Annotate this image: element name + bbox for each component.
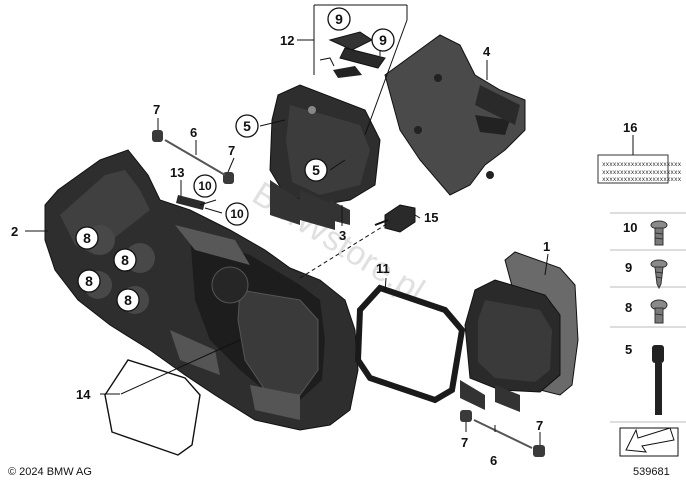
callout-2[interactable]: 2 bbox=[11, 224, 18, 239]
label-16-line-2: xxxxxxxxxxxxxxxxxxxxxx bbox=[602, 169, 682, 176]
part-14-seal[interactable] bbox=[104, 359, 201, 456]
callout-15[interactable]: 15 bbox=[424, 210, 438, 225]
svg-text:8: 8 bbox=[85, 273, 93, 289]
callout-5-circle-b[interactable]: 5 bbox=[304, 158, 328, 182]
callout-8-circle-a[interactable]: 8 bbox=[75, 226, 99, 250]
callout-7-bottom-left[interactable]: 7 bbox=[461, 435, 468, 450]
callout-10-circle-a[interactable]: 10 bbox=[193, 174, 217, 198]
diagram-number: 539681 bbox=[633, 466, 670, 478]
part-1-box-assembly[interactable] bbox=[460, 251, 579, 412]
part-7-sleeve-bottom-left[interactable] bbox=[460, 410, 472, 422]
callout-16[interactable]: 16 bbox=[623, 120, 637, 135]
svg-text:10: 10 bbox=[230, 207, 244, 221]
callout-4[interactable]: 4 bbox=[483, 44, 491, 59]
svg-text:10: 10 bbox=[198, 179, 212, 193]
part-6-pin-bottom[interactable] bbox=[473, 419, 533, 449]
svg-text:5: 5 bbox=[243, 118, 251, 134]
legend-row-8[interactable]: 8 bbox=[625, 299, 668, 324]
copyright: © 2024 BMW AG bbox=[8, 466, 92, 478]
part-16-label: xxxxxxxxxxxxxxxxxxxxxx xxxxxxxxxxxxxxxxx… bbox=[597, 154, 682, 184]
svg-text:5: 5 bbox=[312, 162, 320, 178]
callout-6-bottom[interactable]: 6 bbox=[490, 453, 497, 468]
part-6-pin-top[interactable] bbox=[164, 139, 226, 176]
callout-10-circle-b[interactable]: 10 bbox=[225, 202, 249, 226]
arrow-icon[interactable] bbox=[619, 427, 679, 457]
callout-5-circle-a[interactable]: 5 bbox=[235, 114, 259, 138]
part-12-bracket[interactable] bbox=[319, 31, 386, 78]
part-15-connector[interactable] bbox=[374, 204, 416, 233]
callout-7-top-right[interactable]: 7 bbox=[228, 143, 235, 158]
svg-text:8: 8 bbox=[625, 300, 632, 315]
part-7-sleeve-bottom-right[interactable] bbox=[533, 445, 545, 457]
svg-text:9: 9 bbox=[379, 32, 387, 48]
svg-text:10: 10 bbox=[623, 220, 637, 235]
callout-8-circle-b[interactable]: 8 bbox=[113, 248, 137, 272]
svg-text:9: 9 bbox=[625, 260, 632, 275]
svg-text:8: 8 bbox=[124, 292, 132, 308]
part-7-sleeve-top-left[interactable] bbox=[152, 130, 163, 142]
svg-text:9: 9 bbox=[335, 11, 343, 27]
svg-text:8: 8 bbox=[83, 230, 91, 246]
callout-12[interactable]: 12 bbox=[280, 33, 294, 48]
callout-13[interactable]: 13 bbox=[170, 165, 184, 180]
callout-7-bottom-right[interactable]: 7 bbox=[536, 418, 543, 433]
bolt-icon bbox=[652, 345, 664, 415]
tapping-screw-icon bbox=[650, 259, 668, 290]
button-screw-icon bbox=[650, 299, 668, 324]
svg-text:8: 8 bbox=[121, 252, 129, 268]
legend-row-9[interactable]: 9 bbox=[625, 259, 668, 290]
callout-9-circle-a[interactable]: 9 bbox=[327, 7, 351, 31]
callout-14[interactable]: 14 bbox=[76, 387, 91, 402]
part-11-gasket[interactable] bbox=[354, 284, 466, 404]
callout-8-circle-d[interactable]: 8 bbox=[116, 288, 140, 312]
part-3-holder-box[interactable] bbox=[269, 84, 381, 230]
callout-3[interactable]: 3 bbox=[339, 228, 346, 243]
callout-9-circle-b[interactable]: 9 bbox=[371, 28, 395, 52]
legend-row-10[interactable]: 10 bbox=[623, 220, 668, 246]
part-13-clip[interactable] bbox=[176, 195, 205, 210]
part-4-cover-panel[interactable] bbox=[384, 34, 526, 196]
callout-11[interactable]: 11 bbox=[376, 261, 390, 276]
fastener-legend: 10 9 8 5 bbox=[610, 212, 686, 457]
label-16-line-3: xxxxxxxxxxxxxxxxxxxxxx bbox=[602, 176, 682, 183]
svg-text:5: 5 bbox=[625, 342, 632, 357]
callout-1[interactable]: 1 bbox=[543, 239, 550, 254]
screw-washer-icon bbox=[650, 220, 668, 246]
callout-6-top[interactable]: 6 bbox=[190, 125, 197, 140]
part-7-sleeve-top-right[interactable] bbox=[223, 172, 234, 184]
callout-7-top-left[interactable]: 7 bbox=[153, 102, 160, 117]
callout-8-circle-c[interactable]: 8 bbox=[77, 269, 101, 293]
legend-row-5[interactable]: 5 bbox=[625, 342, 664, 415]
label-16-line-1: xxxxxxxxxxxxxxxxxxxxxx bbox=[602, 161, 682, 168]
